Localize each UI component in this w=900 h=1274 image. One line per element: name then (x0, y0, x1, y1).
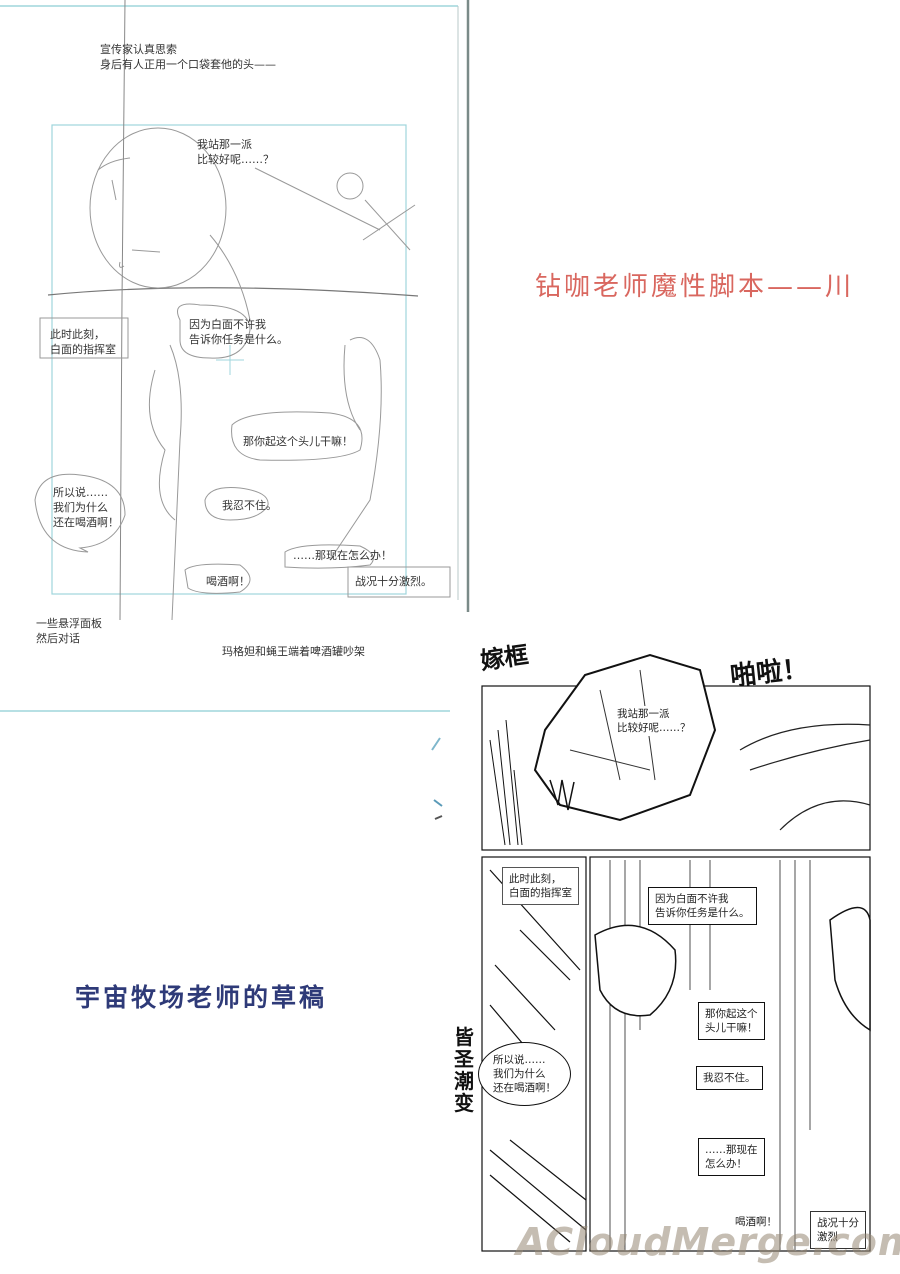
sketch-caption-2: 战况十分激烈。 (355, 575, 432, 588)
script-title: 钻咖老师魔性脚本——川 (535, 272, 855, 302)
inked-bubble-4: 所以说…… 我们为什么 还在喝酒啊！ (478, 1042, 571, 1106)
sketch-bubble-1: 我站那一派 比较好呢……？ (197, 138, 274, 166)
sketch-bubble-7: 喝酒啊！ (206, 575, 250, 588)
draft-title: 宇宙牧场老师的草稿 (75, 983, 328, 1012)
stray-pen-marks (431, 737, 443, 820)
inked-caption-1: 此时此刻， 白面的指挥室 (502, 867, 579, 905)
sketch-drawing (0, 0, 470, 712)
sketch-storyboard-page: 宣传家认真思索 身后有人正用一个口袋套他的头—— 我站那一派 比较好呢……？ 此… (0, 0, 470, 712)
inked-drawing (481, 653, 871, 1252)
sketch-bubble-4: 所以说…… 我们为什么 还在喝酒啊！ (53, 486, 119, 529)
inked-bubble-3: 那你起这个 头儿干嘛！ (698, 1002, 765, 1040)
sketch-bubble-6: ……那现在怎么办！ (293, 549, 392, 562)
inked-bubble-5: 我忍不住。 (696, 1066, 763, 1090)
sfx-top-left: 嫁框 (478, 640, 531, 676)
sketch-footer-note-left: 一些悬浮面板 然后对话 (36, 617, 102, 645)
sketch-caption-1: 此时此刻， 白面的指挥室 (50, 328, 116, 356)
inked-bubble-6: ……那现在 怎么办！ (698, 1138, 765, 1176)
sketch-bubble-3: 那你起这个头儿干嘛！ (243, 435, 353, 448)
sfx-side: 皆圣潮变 (454, 1025, 474, 1115)
inked-caption-2: 战况十分 激烈 (810, 1211, 866, 1249)
sketch-bubble-5: 我忍不住。 (222, 499, 277, 512)
watermark: ACloudMerge.com (516, 1220, 900, 1264)
inked-bubble-7: 喝酒啊！ (733, 1213, 779, 1231)
inked-bubble-2: 因为白面不许我 告诉你任务是什么。 (648, 887, 757, 925)
sketch-footer-note-right: 玛格妲和蝇王端着啤酒罐吵架 (222, 645, 365, 658)
sketch-note-line-2: 身后有人正用一个口袋套他的头—— (100, 58, 276, 71)
inked-bubble-1: 我站那一派 比较好呢……？ (616, 706, 692, 736)
sketch-note-line-1: 宣传家认真思索 (100, 43, 177, 56)
inked-comic-page: 嫁框 啪啦！ 皆圣潮变 我站那一派 比较好呢……？ 此时此刻， 白面的指挥室 因… (450, 630, 900, 1274)
sketch-bubble-2: 因为白面不许我 告诉你任务是什么。 (189, 318, 288, 346)
